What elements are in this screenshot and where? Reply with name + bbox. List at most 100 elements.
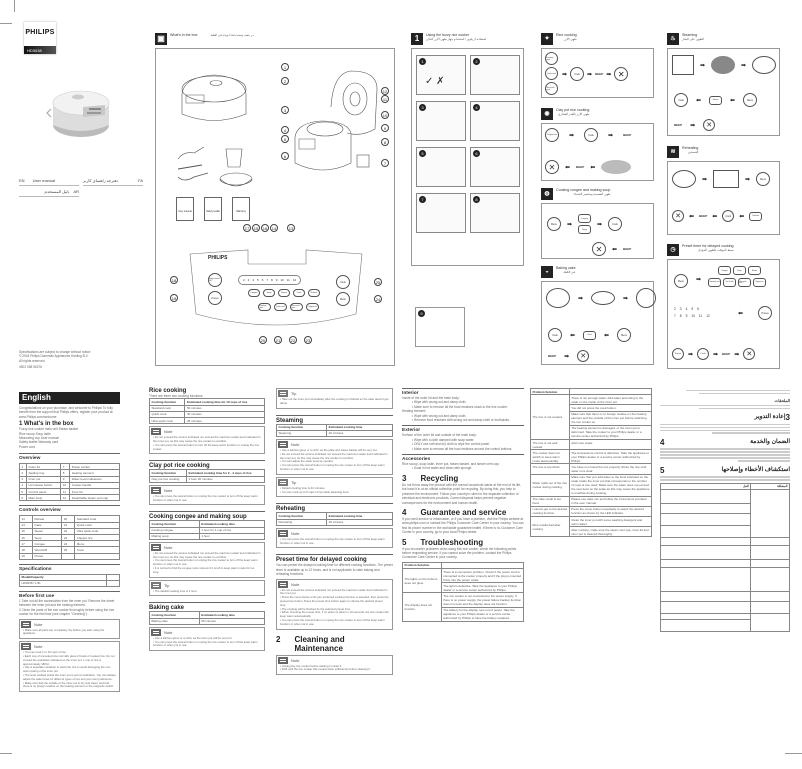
note-box: NoteYou can press the cancel button or u… [149, 484, 265, 506]
panel-warm-off-button: Keep warm/ Off [208, 273, 222, 287]
step-2: 2 [470, 55, 520, 95]
callout-11: 11 [381, 95, 389, 103]
tip-box: TipTake out the inner pot immediately af… [276, 388, 393, 409]
step-9-panel: 9 [415, 307, 465, 347]
note-icon [21, 620, 31, 628]
note-icon [21, 643, 31, 651]
congee-panel: Menu➡ Congee Soup ➡ Cook ✕⬅ BEEP [541, 203, 654, 259]
using-header: 1 Using the fuzzy rice cooker استفاده از… [411, 33, 486, 45]
panel-buttons-bottom: Standard cook Quick cook Ultra quick coo… [258, 303, 319, 311]
note-box: NoteUnplug the rice cooker before starti… [276, 654, 393, 676]
step-1: 1✓ ✗ [416, 55, 466, 95]
panel-preset-button: Preset [208, 291, 222, 305]
callout-5: 5 [281, 135, 289, 143]
step-6: 6 [470, 147, 520, 187]
callout-10: 10 [381, 111, 389, 119]
callout-3: 3 [281, 106, 289, 114]
manuals-row: User manual Safety leaflet Warranty [176, 197, 250, 221]
closed-cooker-drawing [181, 74, 247, 121]
crop-mark-top-left [0, 14, 12, 24]
note-box: NoteDo not exceed the volume indicated n… [149, 426, 265, 455]
reheating-panel: ➡ ➡ Menu ✕⬅ BEEP⬅ Cook⬅ Reheat [667, 161, 780, 235]
callout-4: 4 [281, 126, 289, 134]
preset-panel: Menu ➡ Congee Soup Steam Standard cook Q… [667, 259, 780, 369]
note-box: NoteUse a kitchen glove or a cloth, as t… [149, 626, 265, 652]
callout-9: 9 [381, 124, 389, 132]
step-7: 7 [416, 193, 466, 233]
panel-callouts-top: 17 15 16 14 13 [243, 224, 295, 232]
english-col-5: Problem Solution The rice is not cooked.… [530, 387, 653, 538]
english-col-4: Interior Inside of the outer lid and the… [402, 388, 525, 622]
step-3: 3 [416, 101, 466, 141]
steaming-panel: ➡ ➡ Cook⬅ Steam⬅ Menu BEEP➡ ✕ [667, 48, 780, 136]
note-box: NoteYou can press the cancel button or u… [276, 527, 393, 549]
philips-logo: PHILIPS HD3038 [24, 22, 56, 54]
panel-buttons-top: Congee Soup Steam Cake Reheat [248, 289, 320, 297]
english-col-2: Rice cooking There are three rice cookin… [148, 388, 266, 652]
note-box: NoteUse a kitchen glove or a cloth, as t… [276, 438, 393, 475]
panel-cook-button: Cook [336, 275, 350, 289]
box-icon: ▣ [155, 33, 167, 45]
note-box: NoteDo not exceed the volume indicated n… [149, 541, 265, 578]
callout-2: 2 [281, 77, 289, 85]
callout-12: 12 [381, 87, 389, 95]
callout-19: 19 [170, 294, 178, 302]
open-cooker-drawing [294, 70, 378, 171]
crop-mark-top-left-v [14, 0, 15, 12]
callout-8: 8 [381, 138, 389, 146]
callout-18: 18 [170, 276, 178, 284]
english-col-1: Congratulations on your purchase, and we… [19, 406, 121, 693]
callout-25: 25 [374, 278, 382, 286]
callout-24: 24 [374, 295, 382, 303]
panel-callouts-bottom: 20 21 22 23 [259, 336, 312, 344]
crop-mark-bottom-right [785, 753, 802, 763]
troubleshooting-table-1: Problem Solution The lights on the butto… [402, 561, 525, 622]
cover-footer: Specifications are subject to change wit… [19, 350, 91, 370]
tip-box: TipThe default cooking time is 1 hour. [149, 579, 265, 597]
callout-1: 1 [281, 63, 289, 71]
accessories-drawing [177, 146, 253, 187]
rice-cooking-panel: Standard cook Quick cook Ultra quick coo… [541, 48, 654, 98]
whats-in-box-header: ▣ What's in the box در جعبه چیست/ماذا يو… [155, 33, 254, 45]
step-5: 5 [416, 147, 466, 187]
note-box: Note Make sure all parts are completely … [19, 618, 120, 640]
using-steps-panel: 1✓ ✗ 2 3 4 5 6 7 8 [411, 48, 524, 266]
step-4: 4 [470, 101, 520, 141]
claypot-panel: Claypot rice➡ Cook➡ BEEP ✕⬅ BEEP⬅ [541, 123, 654, 181]
control-panel-outline [189, 249, 363, 326]
english-heading: English [19, 392, 120, 404]
note-box: Note You can cook 1 to 10 cups of rice.E… [19, 641, 120, 693]
callout-6: 6 [281, 152, 289, 160]
callout-7: 7 [381, 159, 389, 167]
panel-menu-button: Menu [336, 292, 350, 306]
troubleshooting-table-2: Problem Solution The rice is not cooked.… [530, 387, 653, 538]
step-8: 8 [470, 193, 520, 233]
crop-mark-bottom-left [0, 753, 12, 763]
note-box: NoteDo not exceed the volume indicated n… [276, 578, 393, 630]
cake-panel: ➡ ➡ Cook⬅ Cake⬅ Menu BEEP➡ ✕ [541, 281, 657, 365]
tip-box: TipDefault cooking time is 42 minutes.Yo… [276, 476, 393, 498]
tip-icon [151, 581, 161, 589]
panel-brand: PHILIPS [208, 255, 228, 261]
